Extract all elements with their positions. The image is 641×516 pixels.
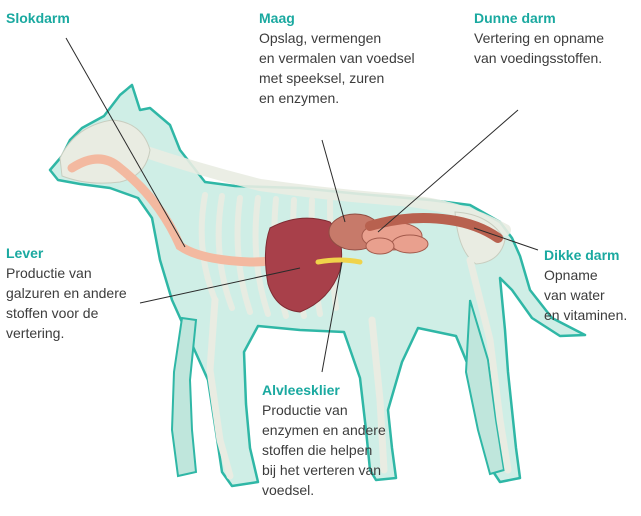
label-slokdarm: Slokdarm — [6, 8, 70, 28]
alvleesklier-title: Alvleesklier — [262, 380, 422, 400]
skull — [60, 120, 150, 183]
label-lever: Lever Productie van galzuren en andere s… — [6, 243, 156, 343]
label-dikke-darm: Dikke darm Opname van water en vitaminen… — [544, 245, 640, 325]
dunne-darm-title: Dunne darm — [474, 8, 639, 28]
slokdarm-title: Slokdarm — [6, 8, 70, 28]
lever-description: Productie van galzuren en andere stoffen… — [6, 263, 156, 343]
pancreas — [318, 260, 360, 262]
label-maag: Maag Opslag, vermengen en vermalen van v… — [259, 8, 449, 108]
dikke-darm-description: Opname van water en vitaminen. — [544, 265, 640, 325]
lever-title: Lever — [6, 243, 156, 263]
maag-description: Opslag, vermengen en vermalen van voedse… — [259, 28, 449, 108]
label-alvleesklier: Alvleesklier Productie van enzymen en an… — [262, 380, 422, 500]
dunne-darm-description: Vertering en opname van voedingsstoffen. — [474, 28, 639, 68]
label-dunne-darm: Dunne darm Vertering en opname van voedi… — [474, 8, 639, 68]
dikke-darm-title: Dikke darm — [544, 245, 640, 265]
alvleesklier-description: Productie van enzymen en andere stoffen … — [262, 400, 422, 500]
maag-title: Maag — [259, 8, 449, 28]
dog-front-leg-back — [172, 318, 196, 476]
